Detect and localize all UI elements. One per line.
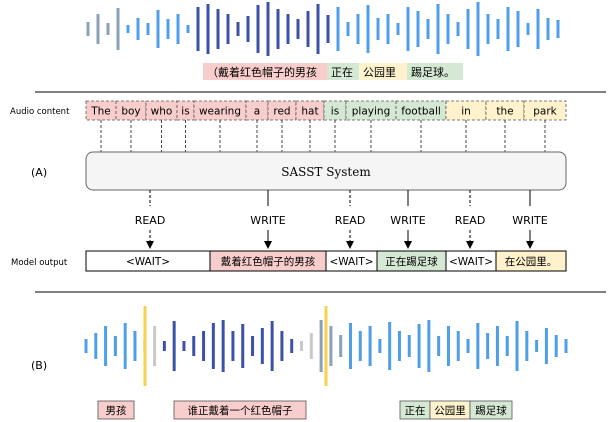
top-seg-1-bg — [327, 63, 359, 80]
action-label: READ — [455, 214, 486, 227]
bottom-segment-text: 谁正戴着一个红色帽子 — [188, 404, 293, 417]
action-label: WRITE — [250, 214, 285, 227]
bottom-segment-text: 正在 — [405, 405, 426, 417]
bottom-segment-text: 男孩 — [106, 404, 127, 417]
audio-word-text: in — [461, 106, 471, 118]
bottom-segments: 男孩 谁正戴着一个红色帽子 正在公园里踢足球 — [97, 400, 513, 420]
audio-word-text: wearing — [199, 106, 241, 118]
top-waveform — [86, 2, 560, 56]
output-segment-box — [495, 250, 567, 272]
bottom-segment-text: 公园里 — [434, 405, 466, 417]
audio-word-text: park — [533, 106, 557, 118]
output-segment-text: <WAIT> — [126, 256, 170, 268]
audio-word-text: boy — [121, 106, 140, 118]
audio-word-text: hat — [301, 106, 318, 118]
top-seg-0-bg — [203, 63, 327, 80]
audio-word-text: a — [254, 106, 260, 118]
bottom-segment-box — [469, 400, 513, 420]
actions: READ WRITE READ WRITE READ WRITE — [135, 190, 548, 249]
audio-word-text: who — [151, 106, 173, 118]
section-a-label: (A) — [31, 166, 47, 179]
top-seg-2-text: 公园里 — [363, 66, 396, 79]
audio-word-box — [115, 100, 147, 121]
audio-word-text: is — [331, 106, 339, 118]
top-translation: （戴着红色帽子的男孩 正在 公园里 踢足球。 — [203, 63, 463, 80]
audio-word-text: The — [90, 106, 111, 118]
word-connectors — [100, 120, 546, 152]
audio-word-box — [445, 100, 487, 121]
audio-word-box — [345, 100, 397, 121]
audio-word-text: red — [273, 106, 290, 118]
top-seg-1-text: 正在 — [331, 66, 353, 79]
output-segment-text: 戴着红色帽子的男孩 — [221, 255, 316, 268]
model-output-label: Model output — [11, 258, 68, 268]
action-label: READ — [335, 214, 366, 227]
action-label: WRITE — [390, 214, 425, 227]
top-seg-3-text: 踢足球。 — [411, 65, 455, 79]
output-segment-text: 在公园里。 — [505, 256, 558, 268]
bottom-segment-box — [173, 400, 307, 420]
top-seg-0-text: （戴着红色帽子的男孩 — [207, 65, 317, 79]
audio-word-text: football — [401, 106, 441, 118]
sasst-system-label: SASST System — [281, 165, 371, 179]
output-segment-text: <WAIT> — [329, 256, 373, 268]
sasst-system-box — [85, 151, 567, 191]
output-segment-text: 正在踢足球 — [385, 255, 438, 268]
action-label: READ — [135, 214, 166, 227]
model-output: <WAIT> 戴着红色帽子的男孩 <WAIT> 正在踢足球 <WAIT> 在公园里。 — [85, 250, 567, 272]
bottom-waveform — [84, 306, 568, 386]
top-seg-3-bg — [407, 63, 463, 80]
bottom-segment-box — [97, 400, 135, 420]
audio-word-text: is — [181, 106, 189, 118]
output-segment-text: <WAIT> — [449, 256, 493, 268]
audio-word-box — [85, 100, 117, 121]
audio-word-text: playing — [352, 106, 390, 118]
bottom-segment-text: 踢足球 — [475, 404, 507, 417]
section-b-label: (B) — [31, 359, 47, 372]
audio-word-box — [395, 100, 447, 121]
audio-word-text: the — [496, 106, 513, 118]
action-label: WRITE — [512, 214, 547, 227]
audio-content-label: Audio content — [10, 107, 70, 117]
top-seg-2-bg — [359, 63, 407, 80]
